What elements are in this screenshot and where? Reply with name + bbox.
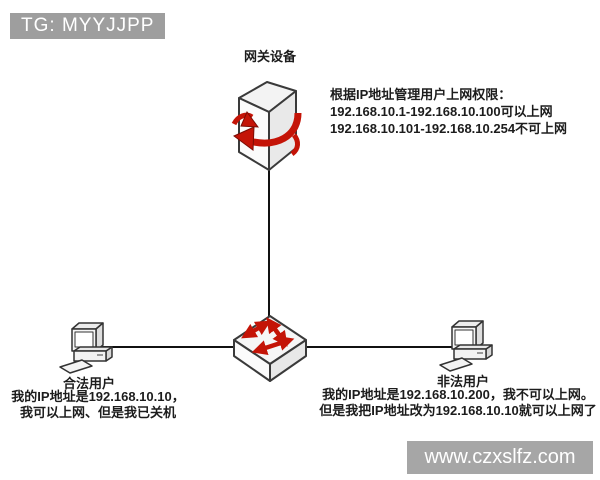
legal-user-note: 我的IP地址是192.168.10.10， 我可以上网、但是我已关机 [0, 389, 196, 421]
legal-user-label: 合法用户 [62, 376, 115, 391]
policy-note-line3: 192.168.10.101-192.168.10.254不可上网 [330, 121, 568, 136]
legal-user-note-line1: 我的IP地址是192.168.10.10， [11, 389, 185, 404]
policy-note: 根据IP地址管理用户上网权限： 192.168.10.1-192.168.10.… [330, 86, 567, 137]
policy-note-line1: 根据IP地址管理用户上网权限： [330, 87, 512, 102]
gateway-red-swirl-arrow-icon [231, 110, 302, 157]
policy-note-line2: 192.168.10.1-192.168.10.100可以上网 [330, 104, 553, 119]
legal-user-pc-icon [59, 322, 113, 374]
legal-user-note-line2: 我可以上网、但是我已关机 [19, 405, 176, 420]
illegal-user-note-line1: 我的IP地址是192.168.10.200，我不可以上网。 [322, 387, 594, 402]
site-watermark: www.czxslfz.com [407, 441, 593, 474]
switch-red-arrows-icon [241, 317, 295, 355]
gateway-label: 网关设备 [243, 49, 296, 64]
network-links [98, 170, 458, 348]
illegal-user-note-line2: 但是我把IP地址改为192.168.10.10就可以上网了 [319, 403, 597, 418]
illegal-user-note: 我的IP地址是192.168.10.200，我不可以上网。 但是我把IP地址改为… [318, 387, 598, 419]
illegal-user-label: 非法用户 [436, 374, 489, 389]
tg-banner: TG: MYYJJPP [10, 13, 166, 39]
